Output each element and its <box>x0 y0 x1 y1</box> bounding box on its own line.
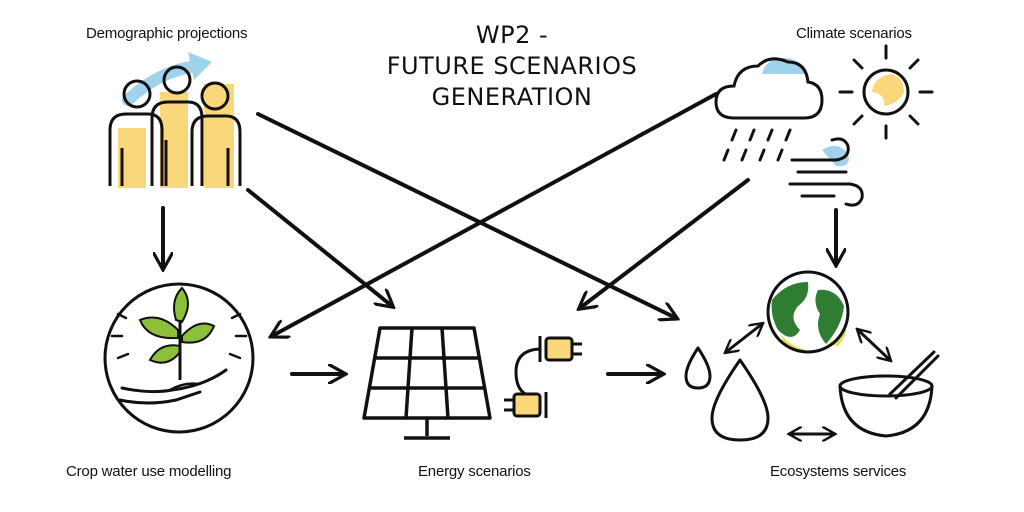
rain-cloud-icon <box>714 57 824 162</box>
title-line-3: GENERATION <box>431 83 593 111</box>
solar-panel-icon <box>362 326 492 440</box>
water-drops-icon <box>684 346 770 442</box>
ecosystem-exchange-arrows <box>726 324 890 434</box>
crop-plant-hand-icon <box>103 282 255 434</box>
arrow-climate-to-energy <box>580 178 750 308</box>
arrow-globe-bowl <box>858 330 890 360</box>
sun-icon <box>838 44 934 140</box>
arrow-climate-to-crop <box>272 92 718 336</box>
bowl-spoon-icon <box>838 350 940 438</box>
label-ecosystems-services: Ecosystems services <box>770 463 907 480</box>
arrow-demographic-to-energy <box>246 188 392 306</box>
diagram-title: WP2 - FUTURE SCENARIOS GENERATION <box>362 20 662 113</box>
plug-connector-icon <box>504 336 582 418</box>
demographic-people-icon <box>108 52 242 188</box>
flow-arrows <box>163 92 836 374</box>
earth-globe-icon <box>766 270 850 354</box>
label-demographic-projections: Demographic projections <box>86 25 248 42</box>
arrow-water-globe <box>726 324 762 352</box>
label-energy-scenarios: Energy scenarios <box>418 463 531 480</box>
title-line-1: WP2 - <box>475 21 549 49</box>
title-line-2: FUTURE SCENARIOS <box>386 52 638 80</box>
label-climate-scenarios: Climate scenarios <box>796 25 912 42</box>
wind-icon <box>788 137 864 207</box>
arrow-demographic-to-ecosystems <box>256 112 676 318</box>
label-crop-water-use-modelling: Crop water use modelling <box>66 463 232 480</box>
